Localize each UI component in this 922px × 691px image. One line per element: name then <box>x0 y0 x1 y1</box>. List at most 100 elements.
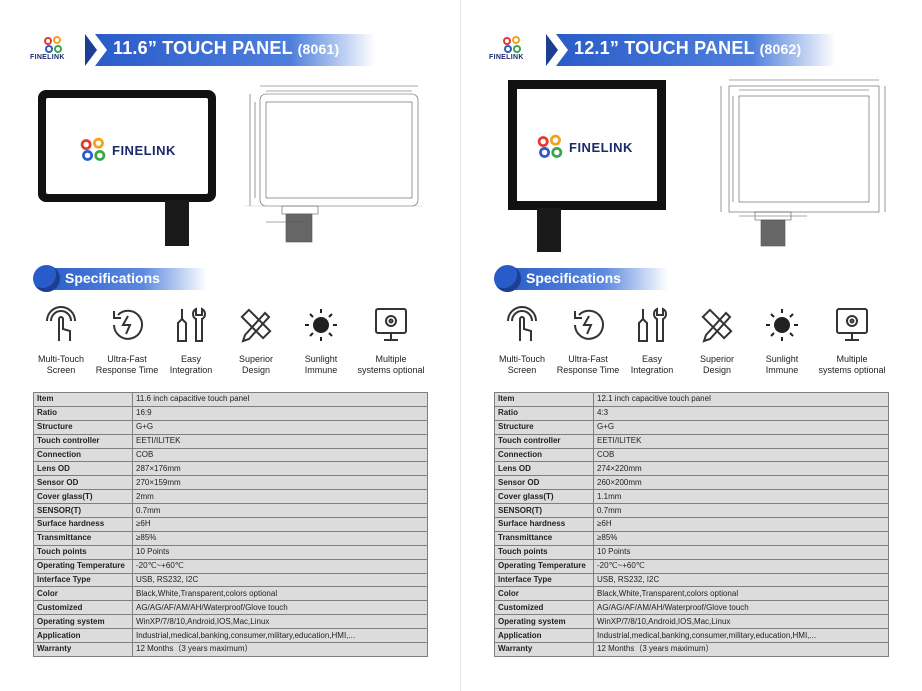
feature-label: Design <box>702 365 731 375</box>
spec-value: Black,White,Transparent,colors optional <box>132 586 428 602</box>
title-banner: 11.6” TOUCH PANEL (8061) <box>85 34 375 66</box>
spec-value: 4:3 <box>593 405 889 421</box>
specifications-heading: Specifications <box>65 270 160 286</box>
feature-label: Easy <box>180 354 201 364</box>
fast-response-icon <box>574 309 604 340</box>
spec-value: 11.6 inch capacitive touch panel <box>132 392 428 407</box>
title-text: 12.1” TOUCH PANEL <box>574 38 755 58</box>
feature-label: Multiple <box>836 354 868 364</box>
spec-key: Interface Type <box>494 572 594 588</box>
spec-key: SENSOR(T) <box>494 503 594 519</box>
spec-key: Structure <box>33 419 133 435</box>
feature-label: systems optional <box>357 365 425 375</box>
spec-key: Interface Type <box>33 572 133 588</box>
feature-label: systems optional <box>818 365 886 375</box>
finelink-mark-icon <box>44 36 62 53</box>
spec-value: 0.7mm <box>132 503 428 519</box>
spec-value: AG/AG/AF/AM/AH/Waterproof/Glove touch <box>132 600 428 616</box>
table-row: Surface hardness≥6H <box>494 517 889 532</box>
feature-label: Easy <box>641 354 662 364</box>
feature-label: Integration <box>630 365 674 375</box>
feature-label: Sunlight <box>765 354 799 364</box>
design-tools-icon <box>701 308 733 343</box>
spec-value: G+G <box>132 419 428 435</box>
table-row: Surface hardness≥6H <box>33 517 428 532</box>
spec-key: Application <box>33 628 133 644</box>
feature-label: Response Time <box>556 365 620 375</box>
technical-drawing <box>244 85 422 243</box>
feature-label: Screen <box>46 365 76 375</box>
brand-name: FINELINK <box>489 54 524 61</box>
integration-tools-icon <box>638 307 667 342</box>
spec-value: 270×159mm <box>132 475 428 491</box>
feature-label: Ultra-Fast <box>568 354 608 364</box>
spec-key: Warranty <box>33 642 133 657</box>
feature-label: Superior <box>238 354 274 364</box>
specifications-banner: Specifications <box>494 265 668 293</box>
spec-value: 12 Months（3 years maximum） <box>132 642 428 657</box>
monitor-gear-icon <box>375 308 407 341</box>
sun-icon <box>305 309 337 341</box>
spec-key: Surface hardness <box>494 517 594 532</box>
spec-value: ≥6H <box>593 517 889 532</box>
design-tools-icon <box>240 308 272 343</box>
panel-screen: FINELINK <box>46 98 208 194</box>
spec-key: Transmittance <box>33 530 133 546</box>
table-row: Transmittance≥85% <box>494 530 889 546</box>
spec-value: Black,White,Transparent,colors optional <box>593 586 889 602</box>
fpc-cable <box>165 200 189 246</box>
circle-bullet-icon <box>494 265 521 292</box>
spec-value: 10 Points <box>132 544 428 560</box>
spec-value: EETI/ILITEK <box>132 433 428 449</box>
feature-label: Immune <box>304 365 338 375</box>
title-text: 11.6” TOUCH PANEL <box>113 38 293 58</box>
spec-key: Warranty <box>494 642 594 657</box>
finelink-mark-icon <box>537 134 563 158</box>
spec-value: AG/AG/AF/AM/AH/Waterproof/Glove touch <box>593 600 889 616</box>
spec-key: Item <box>33 392 133 407</box>
spec-key: Lens OD <box>33 461 133 477</box>
feature-label: Multi-Touch <box>37 354 84 364</box>
brand-logo: FINELINK <box>489 36 549 64</box>
feature-label: Design <box>241 365 270 375</box>
panel-logo: FINELINK <box>78 136 176 164</box>
spec-value: USB, RS232, I2C <box>132 572 428 588</box>
feature-label: Integration <box>169 365 213 375</box>
multi-touch-icon <box>46 306 76 341</box>
banner-shape <box>85 34 375 66</box>
spec-value: 0.7mm <box>593 503 889 519</box>
feature-label: Multi-Touch <box>498 354 545 364</box>
spec-value: EETI/ILITEK <box>593 433 889 449</box>
feature-label: Multiple <box>375 354 407 364</box>
brand-logo: FINELINK <box>30 36 90 64</box>
spec-key: Customized <box>33 600 133 616</box>
spec-value: COB <box>132 447 428 463</box>
feature-label: Sunlight <box>304 354 338 364</box>
panel-logo: FINELINK <box>535 133 633 161</box>
feature-label: Superior <box>699 354 735 364</box>
spec-value: 12 Months（3 years maximum） <box>593 642 889 657</box>
fast-response-icon <box>113 309 143 340</box>
spec-key: Touch controller <box>33 433 133 449</box>
table-row: SENSOR(T)0.7mm <box>33 503 428 519</box>
spec-key: Color <box>33 586 133 602</box>
spec-value: -20℃~+60℃ <box>132 558 428 574</box>
specifications-heading: Specifications <box>526 270 621 286</box>
spec-value: 260×200mm <box>593 475 889 491</box>
